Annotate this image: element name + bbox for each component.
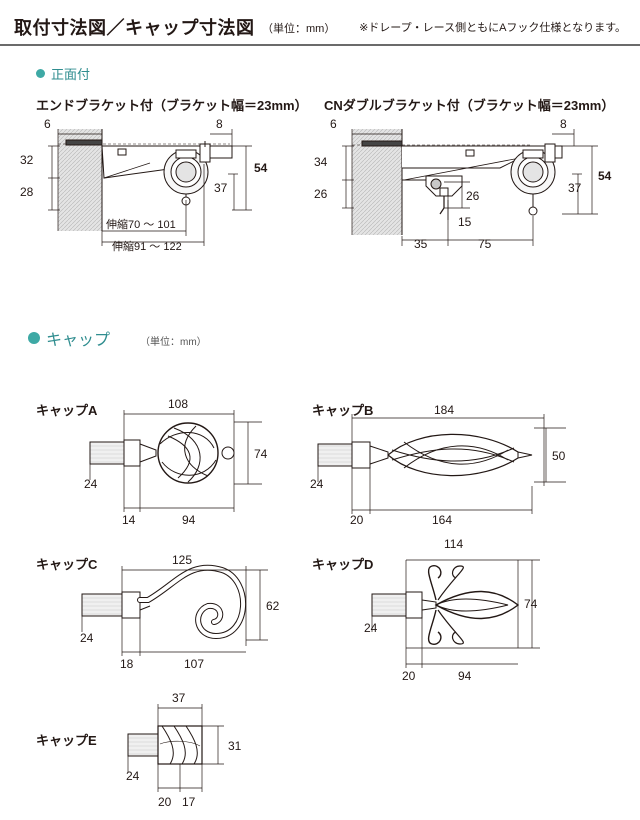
- dim-label: 24: [364, 621, 378, 635]
- cap-b-label: キャップB: [312, 403, 374, 418]
- cn-bracket-diagram: [352, 129, 563, 235]
- cap-a-dimensions: [89, 410, 262, 512]
- cap-a-label: キャップA: [36, 403, 98, 418]
- cap-e-label: キャップE: [36, 733, 97, 748]
- dim-label: 32: [20, 153, 34, 167]
- cap-c-dimensions: [81, 566, 268, 656]
- dim-label: 31: [228, 739, 242, 753]
- dim-label: 75: [478, 237, 492, 251]
- dim-label: 14: [122, 513, 136, 527]
- end-bracket-diagram: [58, 129, 233, 231]
- cap-a-drawing: [89, 422, 235, 484]
- dim-label: 17: [182, 795, 196, 809]
- dim-label: 164: [432, 513, 452, 527]
- dim-label: 94: [458, 669, 472, 683]
- dim-label: 24: [126, 769, 140, 783]
- dim-label: 8: [560, 117, 567, 131]
- bullet-icon: [28, 332, 40, 344]
- dim-label: 114: [444, 537, 463, 551]
- dim-label: 125: [172, 553, 192, 567]
- dim-label: 50: [552, 449, 566, 463]
- dim-label: 35: [414, 237, 428, 251]
- header-unit: （単位：mm）: [262, 23, 336, 35]
- extension-label-2: 伸縮91 ～ 122: [112, 239, 182, 253]
- dim-label: 6: [44, 117, 51, 131]
- bullet-icon: [36, 69, 45, 78]
- dim-label: 37: [214, 181, 228, 195]
- dim-label: 37: [172, 691, 186, 705]
- front-section-label: 正面付: [51, 67, 91, 82]
- dim-label: 74: [524, 597, 538, 611]
- cap-section-heading: キャップ: [28, 326, 110, 350]
- cn-bracket-title: CNダブルブラケット付（ブラケット幅＝23mm）: [324, 98, 615, 113]
- cap-section-label: キャップ: [46, 332, 111, 349]
- cap-c-drawing: [81, 564, 246, 640]
- page-title: 取付寸法図／キャップ寸法図: [14, 18, 255, 38]
- end-bracket-dim-labels: 6 8 32 28 54 37 伸縮70 ～ 101 伸縮91 ～ 122: [20, 117, 268, 253]
- dim-label: 28: [20, 185, 34, 199]
- dim-label: 8: [216, 117, 223, 131]
- cap-b-drawing: [317, 433, 533, 477]
- cap-d-label: キャップD: [312, 557, 374, 572]
- page-header: 取付寸法図／キャップ寸法図 （単位：mm） ※ドレープ・レース側ともにAフック仕…: [0, 0, 640, 46]
- dim-label: 20: [158, 795, 172, 809]
- cap-unit: （単位：mm）: [140, 337, 207, 348]
- dim-label: 94: [182, 513, 196, 527]
- header-note: ※ドレープ・レース側ともにAフック仕様となります。: [359, 22, 626, 34]
- dim-label: 62: [266, 599, 280, 613]
- cap-e-drawing: [127, 725, 203, 765]
- dim-label: 37: [568, 181, 582, 195]
- cap-a-dim-labels: 108 74 24 14 94: [84, 397, 268, 527]
- extension-label-1: 伸縮70 ～ 101: [106, 217, 176, 231]
- cap-b-dim-labels: 184 50 24 20 164 114: [310, 403, 566, 551]
- dim-label: 74: [254, 447, 268, 461]
- dim-label: 20: [402, 669, 416, 683]
- dim-label: 20: [350, 513, 364, 527]
- dim-label: 54: [254, 161, 268, 175]
- dim-label: 15: [458, 215, 472, 229]
- dim-label: 6: [330, 117, 337, 131]
- dim-label: 54: [598, 169, 612, 183]
- dim-label: 184: [434, 403, 454, 417]
- cap-b-dimensions: [317, 414, 566, 514]
- cap-c-dim-labels: 125 62 24 18 107: [80, 553, 280, 671]
- dim-label: 18: [120, 657, 134, 671]
- cap-d-drawing: [371, 565, 520, 645]
- cap-e-dim-labels: 37 31 24 20 17: [126, 691, 242, 809]
- cn-bracket-dim-labels: 6 8 34 26 54 37 26 15 35 75: [314, 117, 612, 251]
- cap-c-label: キャップC: [36, 557, 98, 572]
- cap-e-dimensions: [127, 704, 224, 792]
- dim-label: 24: [80, 631, 94, 645]
- dim-label: 24: [310, 477, 324, 491]
- end-bracket-title: エンドブラケット付（ブラケット幅＝23mm）: [36, 98, 308, 113]
- front-section-heading: 正面付: [36, 64, 90, 83]
- dim-label: 26: [466, 189, 480, 203]
- cn-bracket-dimensions: [342, 129, 598, 246]
- dim-label: 107: [184, 657, 204, 671]
- end-bracket-dimensions: [48, 129, 252, 246]
- dim-label: 108: [168, 397, 188, 411]
- dim-label: 26: [314, 187, 328, 201]
- dim-label: 34: [314, 155, 328, 169]
- cap-d-dim-labels: 74 24 20 94: [364, 597, 538, 683]
- dim-label: 24: [84, 477, 98, 491]
- cap-d-dimensions: [371, 559, 540, 668]
